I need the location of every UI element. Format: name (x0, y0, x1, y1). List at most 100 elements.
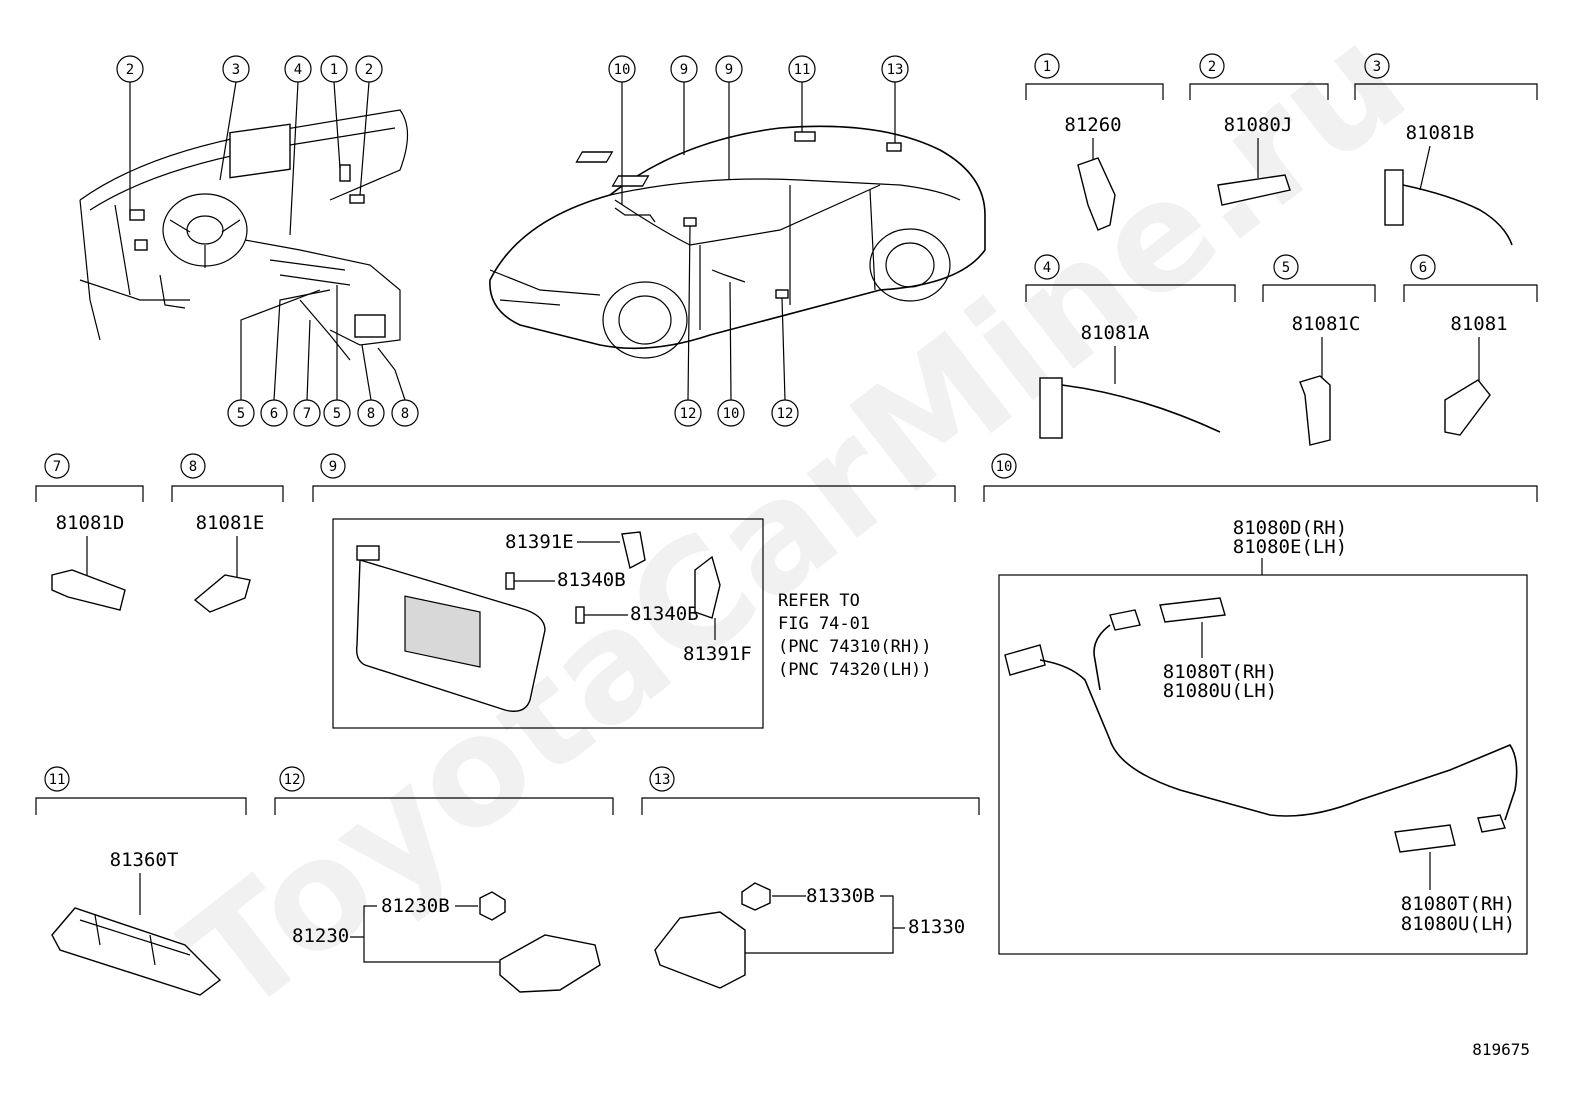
part-number: 81081A (1081, 322, 1150, 344)
callout-circle: 10 (608, 55, 636, 83)
part-number: 81360T (110, 849, 179, 871)
callout-circle: 1 (320, 55, 348, 83)
svg-text:13: 13 (654, 772, 671, 788)
group-6: 6 81081 (1403, 254, 1538, 436)
group-5: 5 81081C (1262, 254, 1376, 446)
group-12: 12 81230B 81230 (274, 766, 614, 993)
part-number: 81230 (292, 925, 349, 947)
connector-part (1039, 377, 1063, 439)
group-1: 1 81260 (1025, 53, 1164, 231)
part-number: 81391E (505, 531, 574, 553)
svg-text:9: 9 (680, 62, 688, 78)
svg-text:10: 10 (996, 459, 1013, 475)
refer-note: (PNC 74310(RH)) (778, 637, 932, 657)
svg-text:1: 1 (1043, 59, 1051, 75)
callout-circle: 12 (771, 399, 799, 427)
svg-text:4: 4 (294, 62, 302, 78)
connector-part (1109, 609, 1141, 631)
courtesy-lamp (499, 934, 601, 993)
callout-circle: 9 (670, 55, 698, 83)
dashboard-illustration (79, 81, 409, 401)
svg-text:4: 4 (1043, 260, 1051, 276)
callout-circle: 4 (284, 55, 312, 83)
connector-part (1217, 174, 1291, 206)
svg-text:5: 5 (1282, 260, 1290, 276)
part-number: 81080D(RH) (1233, 517, 1347, 539)
group-10: 10 81080D(RH) 81080E(LH) 81080T(RH) 8108… (983, 453, 1538, 955)
callout-circle: 11 (788, 55, 816, 83)
part-number: 81081D (56, 512, 125, 534)
part-number: 81340B (557, 569, 626, 591)
group-10-box (998, 574, 1528, 955)
callout-circle: 5 (227, 399, 255, 427)
connector-part (1444, 379, 1491, 436)
part-number: 81080T(RH) (1401, 893, 1515, 915)
group-11: 11 81360T (35, 766, 247, 996)
dashboard-callouts: 2 3 4 1 2 5 6 7 5 8 8 (116, 55, 419, 427)
group-13: 13 81330B 81330 (641, 766, 980, 989)
part-number: 81330B (806, 885, 875, 907)
lamp-lens (621, 531, 646, 570)
part-number: 81391F (683, 643, 752, 665)
part-number: 81080J (1224, 114, 1293, 136)
svg-text:12: 12 (284, 772, 301, 788)
refer-note: REFER TO (778, 591, 860, 611)
svg-text:13: 13 (887, 62, 904, 78)
part-number: 81081E (196, 512, 265, 534)
callout-circle: 13 (881, 55, 909, 83)
callout-circle: 12 (674, 399, 702, 427)
svg-text:1: 1 (330, 62, 338, 78)
connector-part (1384, 169, 1404, 226)
connector-part (1477, 814, 1506, 833)
callout-circle: 3 (222, 55, 250, 83)
svg-text:10: 10 (614, 62, 631, 78)
svg-text:2: 2 (1208, 59, 1216, 75)
part-number: 81260 (1064, 114, 1121, 136)
svg-text:9: 9 (725, 62, 733, 78)
group-2: 2 81080J (1189, 53, 1329, 206)
connector-part (193, 574, 251, 613)
connector-part (51, 569, 126, 611)
wire-harness (1093, 624, 1111, 691)
callout-circle: 9 (715, 55, 743, 83)
callout-circle: 8 (391, 399, 419, 427)
connector-part (1159, 597, 1226, 623)
part-number: 81230B (381, 895, 450, 917)
svg-text:11: 11 (49, 772, 66, 788)
car-callouts: 10 9 9 11 13 12 10 12 (608, 55, 909, 427)
callout-circle: 10 (717, 399, 745, 427)
svg-text:6: 6 (1419, 260, 1427, 276)
svg-text:10: 10 (723, 406, 740, 422)
svg-text:2: 2 (126, 62, 134, 78)
svg-text:3: 3 (232, 62, 240, 78)
part-number: 81080U(LH) (1163, 680, 1277, 702)
figure-id: 819675 (1472, 1040, 1530, 1059)
svg-text:9: 9 (329, 459, 337, 475)
connector-part (1077, 157, 1116, 231)
bulb (575, 606, 585, 624)
bulb (479, 891, 506, 921)
svg-text:12: 12 (777, 406, 794, 422)
lamp-lens (694, 555, 721, 619)
callout-circle: 6 (260, 399, 288, 427)
svg-text:8: 8 (367, 406, 375, 422)
courtesy-lamp (654, 911, 746, 989)
svg-text:6: 6 (270, 406, 278, 422)
svg-text:7: 7 (303, 406, 311, 422)
car-illustration (489, 82, 986, 401)
callout-circle: 8 (357, 399, 385, 427)
group-9: 9 81391E 81340B 81340B 81391F REFER TO F… (312, 453, 956, 729)
part-number: 81330 (908, 916, 965, 938)
svg-text:5: 5 (237, 406, 245, 422)
visor-clip (356, 545, 380, 561)
svg-text:3: 3 (1373, 59, 1381, 75)
part-number: 81081C (1292, 313, 1361, 335)
svg-text:8: 8 (401, 406, 409, 422)
part-number: 81081B (1406, 122, 1475, 144)
svg-text:2: 2 (365, 62, 373, 78)
dome-lamp (51, 907, 222, 996)
svg-text:7: 7 (53, 459, 61, 475)
callout-circle: 2 (355, 55, 383, 83)
connector-part (1004, 644, 1046, 676)
